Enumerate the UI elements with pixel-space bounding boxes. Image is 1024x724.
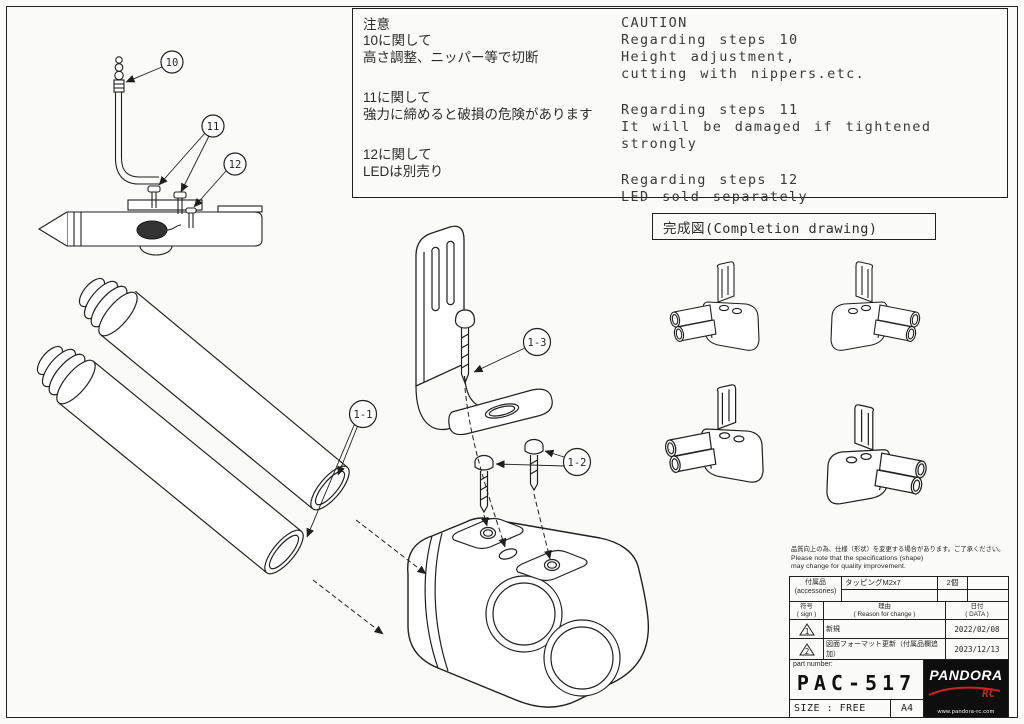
revision-1-date: 2022/02/08 [954,624,1000,634]
quality-notice-jp: 品質向上の為、仕様（形状）を変更する場合があります。ご了承ください。 [791,546,1005,553]
tube-lower [36,345,304,575]
revision-header: 符号 ( sign ) 理由 ( Reason for change ) 日付 … [790,602,1008,620]
callout-1-1-label: 1-1 [354,409,373,421]
part-number-cell: part number: PAC-517 [789,660,924,700]
callout-leaders [125,66,227,208]
accessory-empty-qty-cell [938,589,968,601]
paper-size-label: A4 [890,700,923,717]
col-reason-jp: 理由 [878,603,891,610]
revision-triangle-1: 1 [798,622,815,636]
caution-japanese-text: 注意 10に関して 高さ調整、ニッパー等で切断 11に関して 強力に締めると破損… [363,17,593,180]
part-number-value: PAC-517 [796,671,917,695]
completion-unit-4 [826,404,928,505]
accessories-label: 付属品 (accessories) [790,577,842,601]
col-sign-jp: 符号 [800,603,813,610]
muffler-body-side [37,205,263,256]
caution-jp-step12-head: 12に関して [363,147,432,163]
revision-triangle-2: 2 [798,642,815,656]
caution-jp-title: 注意 [363,17,390,32]
col-reason-en: ( Reason for change ) [853,611,916,618]
col-date-en: ( DATA ) [965,611,989,618]
caution-jp-step12-body: LEDは別売り [363,163,444,179]
revision-2-date: 2023/12/13 [954,644,1000,654]
caution-en-step11-l1: Regarding steps 11 [621,102,799,118]
caution-jp-step11-head: 11に関して [363,90,431,106]
completion-unit-2 [830,261,922,351]
quality-notice-en1: Please note that the specifications (sha… [791,554,924,562]
callout-11: 11 [201,114,225,138]
tube-upper [78,277,350,511]
antenna-part [113,56,159,185]
revision-row-2: 2 図面フォーマット更新（付属品欄追加） 2023/12/13 [790,639,1008,659]
quality-notice: 品質向上の為、仕様（形状）を変更する場合があります。ご了承ください。 Pleas… [791,546,1009,572]
col-date-jp: 日付 [970,603,984,610]
caution-en-step10-l3: cutting with nippers.etc. [621,66,866,82]
caution-en-step11-l2: It will be damaged if tightened strongly [621,119,932,152]
revision-table: 符号 ( sign ) 理由 ( Reason for change ) 日付 … [789,602,1009,660]
caution-en-title: CAUTION [621,15,688,31]
callout-10-label: 10 [166,57,179,69]
mount-screws [474,438,544,514]
revision-col-date: 日付 ( DATA ) [946,602,1008,619]
caution-en-step10-l2: Height adjustment, [621,49,796,65]
caution-jp-step10-head: 10に関して [363,33,432,49]
title-block: 品質向上の為、仕様（形状）を変更する場合があります。ご了承ください。 Pleas… [789,546,1009,718]
revision-1-number: 1 [804,627,809,636]
completion-drawing-text: 完成図(Completion drawing) [663,220,878,237]
assembly-arrows [312,387,552,635]
accessories-table: 付属品 (accessories) タッピングM2x7 2個 [789,576,1009,602]
pandora-logo: PANDORA RC www.pandora-rc.com [924,660,1009,718]
pandora-logo-swoosh: RC [928,686,1001,700]
pandora-logo-url: www.pandora-rc.com [937,709,995,715]
accessories-label-jp: 付属品 [805,579,826,586]
caution-jp-step11-body: 強力に締めると破損の危険があります [363,106,593,122]
bracket-screw [454,309,476,385]
caution-en-step12-l1: Regarding steps 12 [621,172,799,188]
accessory-empty-cell2 [968,590,1008,602]
size-cell: SIZE : FREE A4 [789,700,924,718]
accessory-empty-cell [968,577,1008,589]
completion-unit-1 [668,261,760,351]
sheet-size-label: SIZE : FREE [794,703,866,714]
callout-11-label: 11 [207,121,220,133]
caution-en-step12-l2: LED sold separately [621,189,809,205]
caution-box: 注意 10に関して 高さ調整、ニッパー等で切断 11に関して 強力に締めると破損… [352,8,1008,205]
callout-1-3: 1-3 [522,327,552,357]
caution-en-step10-l1: Regarding steps 10 [621,32,799,48]
pandora-logo-rc: RC [982,687,996,700]
callout-12-label: 12 [229,159,242,171]
revision-col-sign: 符号 ( sign ) [790,602,824,619]
pandora-logo-brand: PANDORA [929,667,1003,683]
callout-10: 10 [160,50,184,74]
accessories-label-en: (accessories) [794,587,837,595]
caution-english-text: CAUTION Regarding steps 10 Height adjust… [621,15,1007,206]
accessory-qty-cell: 2個 [938,577,968,589]
completion-unit-3 [663,384,764,483]
quality-notice-en2: may change for quality improvement. [791,563,906,571]
muffler-body [407,517,650,708]
callout-1-2: 1-2 [562,447,592,477]
mount-bracket [415,225,553,436]
revision-2-number: 2 [804,647,809,656]
revision-2-reason: 図面フォーマット更新（付属品欄追加） [824,639,946,659]
col-sign-en: ( sign ) [796,611,817,618]
callout-1-1: 1-1 [348,399,378,429]
callout-1-3-label: 1-3 [528,337,547,349]
callout-leaders-main [306,347,565,538]
revision-col-reason: 理由 ( Reason for change ) [824,602,946,619]
accessory-empty-name-cell [842,589,938,601]
part-number-label: part number: [793,661,833,668]
completion-drawings [663,261,928,505]
accessory-name-cell: タッピングM2x7 [842,577,938,589]
callout-1-2-label: 1-2 [568,457,587,469]
completion-drawing-label: 完成図(Completion drawing) [652,213,936,240]
revision-row-1: 1 新規 2022/02/08 [790,620,1008,639]
revision-1-reason: 新規 [824,620,946,638]
caution-jp-step10-body: 高さ調整、ニッパー等で切断 [363,49,539,65]
callout-12: 12 [223,152,247,176]
side-view-drawing: 10 11 12 [37,50,263,256]
main-exploded-drawing: 1-1 1-3 1-2 [36,225,650,708]
